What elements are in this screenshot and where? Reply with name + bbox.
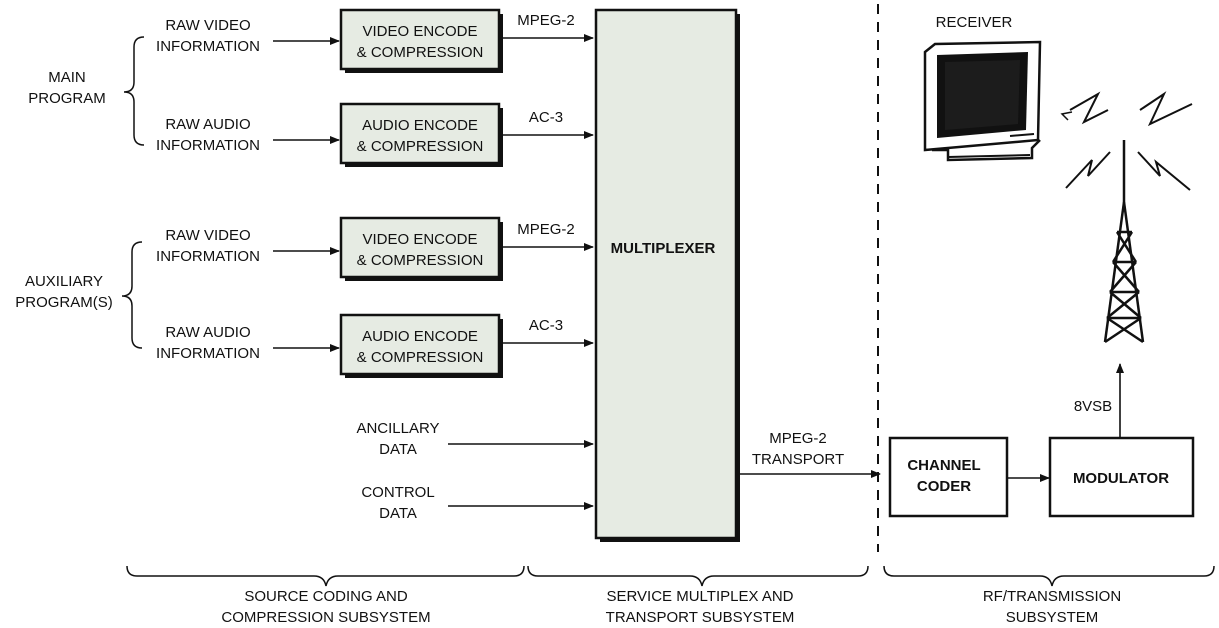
rf-subsystem-label-line2: SUBSYSTEM — [1006, 609, 1099, 626]
multiplexer-block: MULTIPLEXER — [596, 10, 740, 542]
aux-audio-input: RAW AUDIO INFORMATION — [156, 324, 260, 362]
input-label-line1: RAW AUDIO — [165, 324, 250, 341]
block-label-line1: VIDEO ENCODE — [362, 231, 477, 248]
auxiliary-program-group: AUXILIARY PROGRAM(S) — [15, 242, 142, 348]
signal-label-ac3-aux: AC-3 — [529, 317, 563, 334]
block-label-line1: AUDIO ENCODE — [362, 117, 478, 134]
main-video-input: RAW VIDEO INFORMATION — [156, 17, 260, 55]
block-label-line1: VIDEO ENCODE — [362, 23, 477, 40]
block-label-line2: & COMPRESSION — [357, 44, 484, 61]
input-label-line1: RAW VIDEO — [165, 17, 250, 34]
video-encoder-main-block: VIDEO ENCODE & COMPRESSION — [341, 10, 503, 73]
input-label-line2: DATA — [379, 441, 417, 458]
ancillary-data-input: ANCILLARY DATA — [356, 420, 439, 458]
control-data-input: CONTROL DATA — [361, 484, 434, 522]
rf-subsystem-brace — [884, 566, 1214, 586]
input-label-line2: INFORMATION — [156, 137, 260, 154]
modulator-label: MODULATOR — [1073, 470, 1169, 487]
audio-encoder-aux-block: AUDIO ENCODE & COMPRESSION — [341, 315, 503, 378]
block-label-line2: & COMPRESSION — [357, 252, 484, 269]
signal-label-mpeg2-aux: MPEG-2 — [517, 221, 575, 238]
main-program-label-line2: PROGRAM — [28, 90, 106, 107]
signal-label-mpeg2-main: MPEG-2 — [517, 12, 575, 29]
input-label-line1: RAW VIDEO — [165, 227, 250, 244]
channel-coder-label-line2: CODER — [917, 478, 971, 495]
source-subsystem-brace — [127, 566, 524, 586]
mux-subsystem-label-line2: TRANSPORT SUBSYSTEM — [606, 609, 795, 626]
channel-coder-block: CHANNEL CODER — [890, 438, 1007, 516]
receiver-monitor-icon — [925, 42, 1040, 160]
input-label-line1: CONTROL — [361, 484, 434, 501]
rf-subsystem-label-line1: RF/TRANSMISSION — [983, 588, 1121, 605]
channel-coder-label-line1: CHANNEL — [907, 457, 980, 474]
input-label-line2: DATA — [379, 505, 417, 522]
input-label-line2: INFORMATION — [156, 248, 260, 265]
main-program-group: MAIN PROGRAM — [28, 37, 144, 145]
block-label-line2: & COMPRESSION — [357, 349, 484, 366]
aux-program-label-line2: PROGRAM(S) — [15, 294, 113, 311]
receiver-label: RECEIVER — [936, 14, 1013, 31]
input-label-line2: INFORMATION — [156, 38, 260, 55]
main-audio-input: RAW AUDIO INFORMATION — [156, 116, 260, 154]
transport-label-line2: TRANSPORT — [752, 451, 844, 468]
transmission-tower-icon — [1105, 140, 1143, 342]
source-subsystem-label-line2: COMPRESSION SUBSYSTEM — [221, 609, 430, 626]
signal-label-8vsb: 8VSB — [1074, 398, 1112, 415]
aux-program-label-line1: AUXILIARY — [25, 273, 103, 290]
video-encoder-aux-block: VIDEO ENCODE & COMPRESSION — [341, 218, 503, 281]
block-label-line2: & COMPRESSION — [357, 138, 484, 155]
modulator-block: MODULATOR — [1050, 438, 1193, 516]
source-subsystem-label-line1: SOURCE CODING AND — [244, 588, 408, 605]
input-label-line1: ANCILLARY — [356, 420, 439, 437]
transport-label-line1: MPEG-2 — [769, 430, 827, 447]
input-label-line1: RAW AUDIO — [165, 116, 250, 133]
multiplexer-label: MULTIPLEXER — [611, 240, 716, 257]
block-label-line1: AUDIO ENCODE — [362, 328, 478, 345]
mux-subsystem-label-line1: SERVICE MULTIPLEX AND — [606, 588, 793, 605]
signal-label-ac3-main: AC-3 — [529, 109, 563, 126]
main-program-label-line1: MAIN — [48, 69, 86, 86]
input-label-line2: INFORMATION — [156, 345, 260, 362]
main-program-brace — [124, 37, 144, 145]
broadcast-signal-bolts-icon — [1062, 94, 1192, 190]
mux-subsystem-brace — [528, 566, 868, 586]
audio-encoder-main-block: AUDIO ENCODE & COMPRESSION — [341, 104, 503, 167]
aux-program-brace — [122, 242, 142, 348]
aux-video-input: RAW VIDEO INFORMATION — [156, 227, 260, 265]
